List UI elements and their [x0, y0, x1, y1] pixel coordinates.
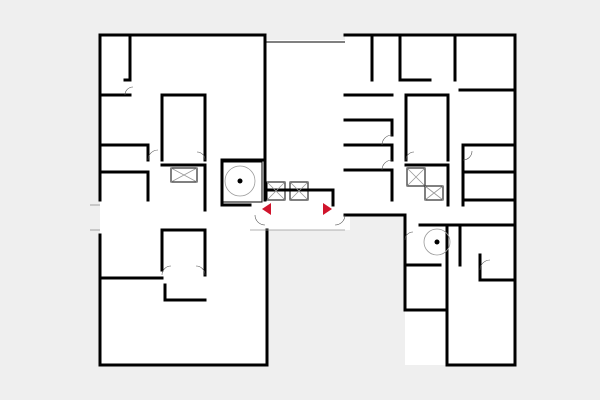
interior-walls-right [343, 33, 517, 292]
door-swing [195, 265, 206, 276]
floor-fill [250, 200, 350, 230]
door-swing [479, 259, 491, 271]
wall [403, 213, 449, 312]
elevator [266, 181, 286, 201]
elevators-left [170, 167, 198, 183]
wall [343, 143, 394, 162]
door-swing [405, 151, 415, 161]
wall [404, 163, 450, 207]
elevator-cross [424, 185, 444, 201]
floor-fill [100, 35, 267, 365]
elevator [170, 167, 198, 183]
wall [404, 93, 450, 162]
wall [478, 253, 517, 282]
wall [98, 170, 150, 202]
door-swing [161, 265, 172, 276]
wall [160, 93, 207, 162]
elevator-cross [170, 167, 198, 183]
door-swing [462, 150, 473, 161]
door-swing [124, 86, 134, 96]
elevators-center [266, 181, 309, 201]
wall [160, 163, 207, 212]
door-swings [90, 86, 491, 276]
entrance-marker-icon [323, 203, 332, 215]
door-swing [381, 134, 393, 146]
door-swing [196, 151, 206, 161]
elevator [406, 167, 426, 187]
stair-core [237, 178, 243, 184]
wall [123, 33, 132, 82]
door-swing [334, 214, 346, 226]
wall [343, 118, 394, 137]
door-swing [404, 231, 414, 241]
wall [160, 228, 207, 277]
entrance-markers [262, 203, 332, 215]
interior-walls-left [98, 33, 335, 302]
spiral-staircase-left [221, 161, 263, 203]
door-swing [254, 214, 266, 226]
entrance-marker-icon [262, 203, 271, 215]
door-swing [147, 149, 159, 161]
stair-treads [224, 165, 256, 197]
elevator [424, 185, 444, 201]
elevator-cross [406, 167, 426, 187]
elevator-cross [266, 181, 286, 201]
stair-treads [423, 228, 451, 256]
wall [163, 283, 207, 302]
wall [343, 168, 394, 202]
wall [263, 188, 335, 207]
entrance-door [90, 204, 100, 231]
wall [98, 143, 150, 162]
elevator [289, 181, 309, 201]
elevator-cross [289, 181, 309, 201]
wall [398, 33, 432, 82]
stair-core [434, 239, 440, 245]
door-swing [381, 159, 393, 171]
elevators-right [406, 167, 444, 201]
spiral-staircase-right [423, 228, 451, 256]
stair-well [221, 161, 263, 203]
